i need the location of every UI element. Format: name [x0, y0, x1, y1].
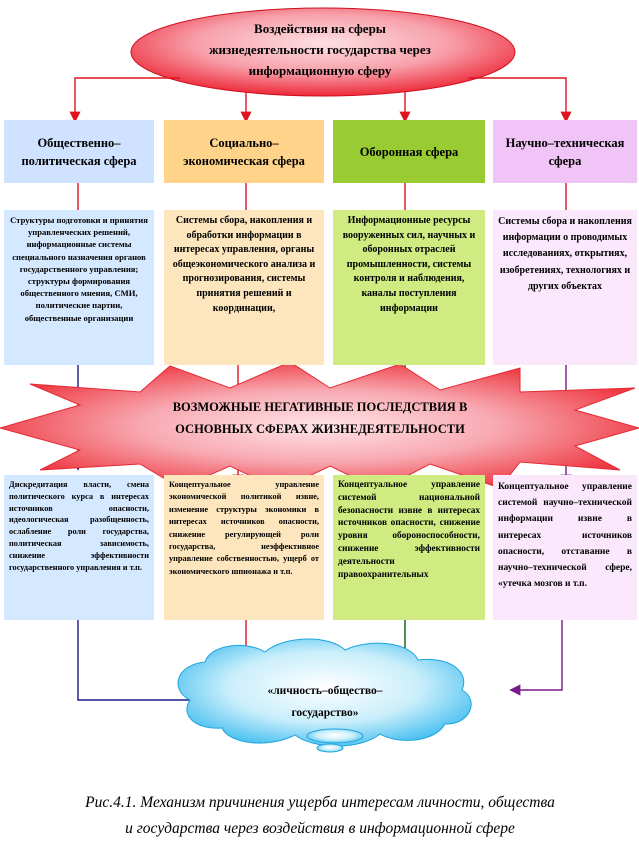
target-label-line2: государство» [291, 707, 359, 719]
sphere-political: Общественно–политическая сфера [4, 120, 154, 183]
negative-consequences-star [0, 361, 639, 491]
consequence-economic-text: Концептуальное управление экономической … [169, 480, 319, 576]
consequence-defense: Концептуальное управление системой нацио… [333, 475, 485, 620]
top-ellipse [130, 7, 516, 97]
detail-political: Структуры подготовки и принятия управлен… [4, 210, 154, 365]
detail-science-text: Системы сбора и накопления информации о … [498, 216, 632, 292]
ellipse-to-sphere-connectors [69, 77, 572, 123]
negative-title: ВОЗМОЖНЫЕ НЕГАТИВНЫЕ ПОСЛЕДСТВИЯ В ОСНОВ… [110, 396, 530, 440]
sphere-economic-title: Социально–экономическая сфера [183, 135, 305, 168]
figure-caption: Рис.4.1. Механизм причинения ущерба инте… [20, 790, 620, 842]
consequence-science-text: Концептуальное управление системой научн… [498, 482, 632, 590]
target-label-line1: «личность–общество– [267, 685, 383, 697]
consequence-political-text: Дискредитация власти, смена политическог… [9, 480, 149, 572]
detail-defense-text: Информационные ресурсы вооруженных сил, … [342, 215, 476, 314]
sphere-defense-title: Оборонная сфера [359, 144, 459, 159]
target-label: «личность–общество– государство» [210, 680, 440, 724]
detail-science: Системы сбора и накопления информации о … [493, 210, 637, 365]
sphere-science: Научно–техническая сфера [493, 120, 637, 183]
top-title: Воздействия на сферы жизнедеятельности г… [180, 18, 460, 81]
sphere-science-title: Научно–техническая сфера [505, 135, 625, 168]
detail-defense: Информационные ресурсы вооруженных сил, … [333, 210, 485, 365]
top-title-line2: жизнедеятельности государства через [209, 42, 431, 57]
negative-title-line2: ОСНОВНЫХ СФЕРАХ ЖИЗНЕДЕЯТЕЛЬНОСТИ [175, 422, 465, 436]
consequence-defense-text: Концептуальное управление системой нацио… [338, 480, 480, 580]
negative-title-line1: ВОЗМОЖНЫЕ НЕГАТИВНЫЕ ПОСЛЕДСТВИЯ В [172, 400, 468, 414]
target-cloud [177, 638, 472, 753]
sphere-political-title: Общественно–политическая сфера [21, 135, 137, 168]
detail-economic-text: Системы сбора, накопления и обработки ин… [172, 215, 316, 314]
top-title-line3: информационную сферу [248, 63, 392, 78]
consequence-science: Концептуальное управление системой научн… [493, 475, 637, 620]
figure-caption-line2: и государства через воздействия в информ… [125, 820, 515, 837]
sphere-economic: Социально–экономическая сфера [164, 120, 324, 183]
figure-caption-line1: Рис.4.1. Механизм причинения ущерба инте… [85, 794, 555, 811]
detail-political-text: Структуры подготовки и принятия управлен… [10, 215, 148, 323]
detail-economic: Системы сбора, накопления и обработки ин… [164, 210, 324, 365]
sphere-defense: Оборонная сфера [333, 120, 485, 183]
consequence-political: Дискредитация власти, смена политическог… [4, 475, 154, 620]
consequence-economic: Концептуальное управление экономической … [164, 475, 324, 620]
top-title-line1: Воздействия на сферы [254, 21, 386, 36]
